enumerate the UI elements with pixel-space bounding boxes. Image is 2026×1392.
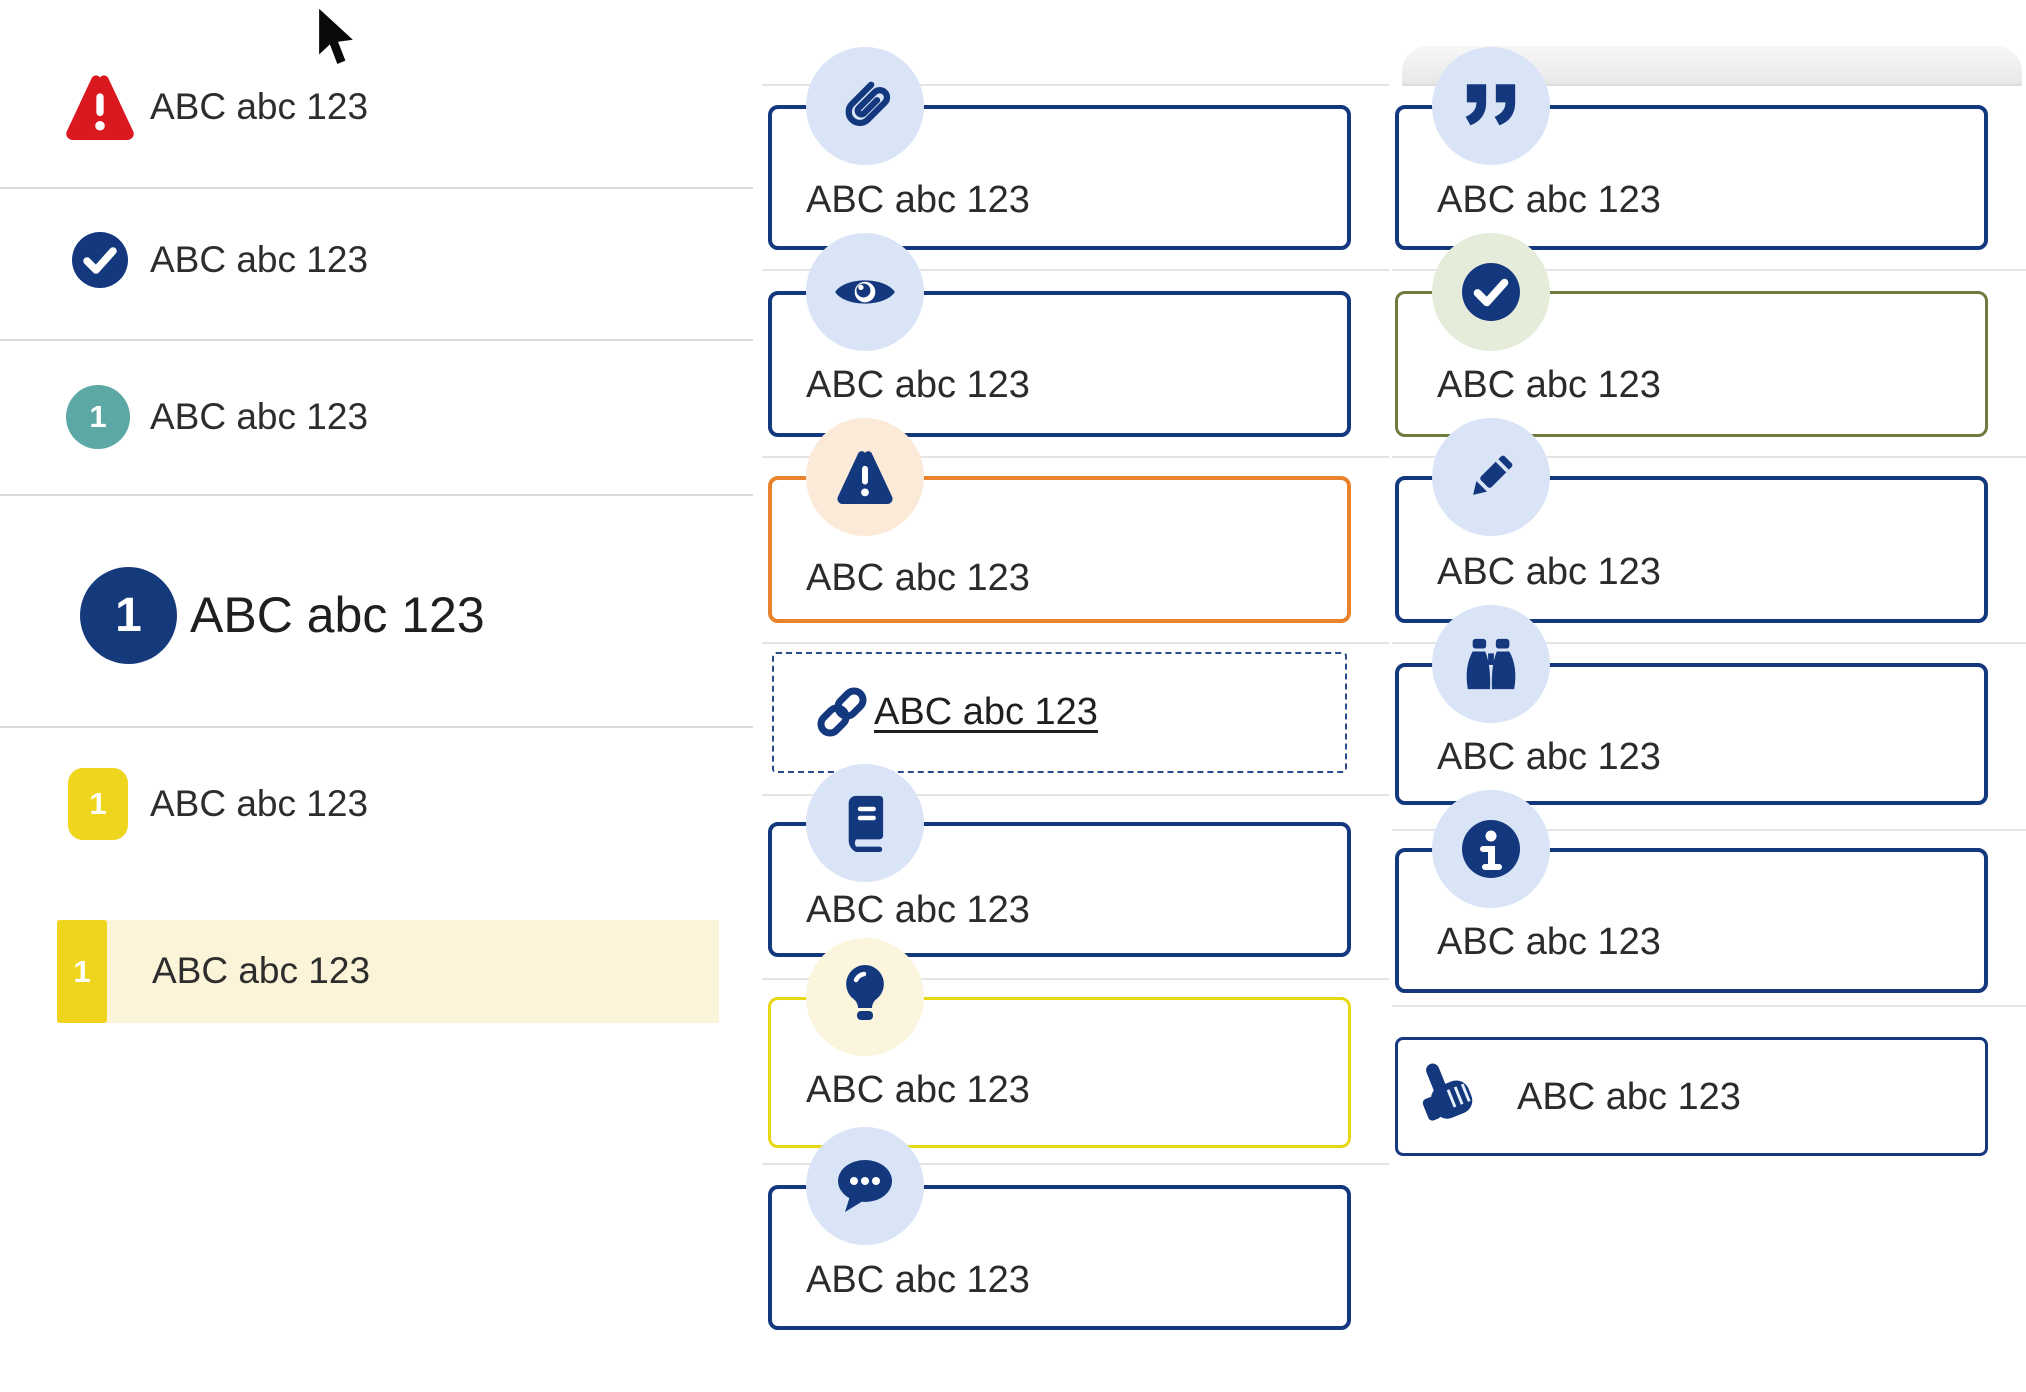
step-number-badge: 1 [80,567,177,664]
divider [762,84,1389,86]
book-icon [806,764,924,882]
callout-label: ABC abc 123 [806,179,1030,221]
quote-icon [1432,47,1550,165]
callout-link [772,652,1347,773]
list-item-label: ABC abc 123 [150,86,369,127]
callout-label: ABC abc 123 [806,364,1030,406]
warning-icon [806,418,924,536]
list-item-label: ABC abc 123 [150,396,369,437]
callout-label: ABC abc 123 [1437,179,1661,221]
link-icon [810,680,874,749]
divider [0,726,753,728]
callout-label: ABC abc 123 [1437,736,1661,778]
divider [1392,829,2026,831]
binoculars-icon [1432,605,1550,723]
pencil-icon [1432,418,1550,536]
chat-icon [806,1127,924,1245]
lightbulb-icon [806,938,924,1056]
divider [762,978,1389,980]
list-item-label: ABC abc 123 [150,239,369,280]
arrow-cursor [315,6,361,73]
eye-icon [806,233,924,351]
callout-label: ABC abc 123 [1437,551,1661,593]
divider [1392,456,2026,458]
callout-pointer [1395,1037,1988,1156]
divider [762,794,1389,796]
step-number-badge: 1 [68,768,128,840]
hand-point-icon [1414,1056,1484,1135]
divider [762,269,1389,271]
highlight-background [57,920,719,1023]
divider [1392,642,2026,644]
callout-label: ABC abc 123 [806,889,1030,931]
list-item-label: ABC abc 123 [150,783,369,824]
list-item-label: ABC abc 123 [190,587,485,643]
divider [1392,269,2026,271]
check-circle-icon [71,231,129,294]
callout-label: ABC abc 123 [1437,921,1661,963]
divider [762,1163,1389,1165]
callout-label: ABC abc 123 [1437,364,1661,406]
check-circle-icon [1432,233,1550,351]
divider [762,456,1389,458]
callout-label: ABC abc 123 [1517,1076,1741,1118]
warning-icon [63,74,137,145]
callout-label: ABC abc 123 [806,557,1030,599]
info-icon [1432,790,1550,908]
callout-attachment [768,105,1351,250]
divider [1392,1005,2026,1007]
paperclip-icon [806,47,924,165]
callout-quote [1395,105,1988,250]
callout-link-text[interactable]: ABC abc 123 [874,691,1098,733]
divider [0,339,753,341]
list-item-label: ABC abc 123 [152,950,371,991]
callout-label: ABC abc 123 [806,1259,1030,1301]
divider [0,187,753,189]
divider [762,642,1389,644]
step-number-badge: 1 [57,920,107,1023]
step-number-badge: 1 [66,385,130,449]
callout-label: ABC abc 123 [806,1069,1030,1111]
divider [0,494,753,496]
